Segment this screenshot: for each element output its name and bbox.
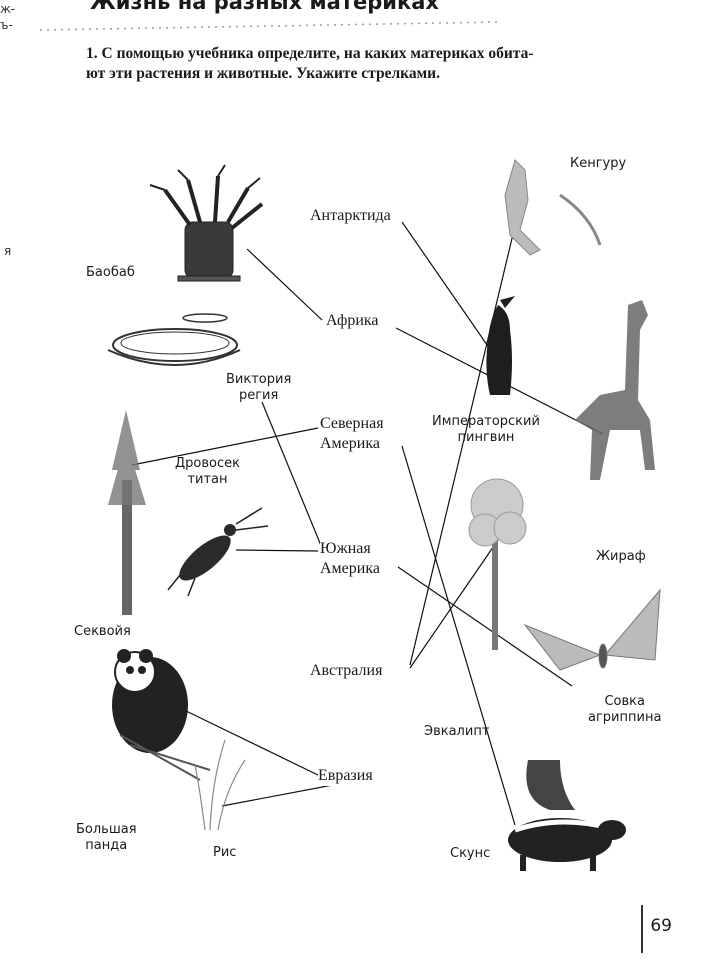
label-giant-panda: Большая панда — [76, 822, 137, 854]
label-victoria-regia: Виктория регия — [226, 372, 291, 404]
line-southamerica-moth — [397, 566, 573, 687]
giraffe-picture — [575, 300, 655, 480]
label-rice: Рис — [213, 845, 237, 860]
line-northamerica-sequoia — [131, 427, 319, 466]
line-northamerica-skunk — [401, 445, 516, 826]
margin-fragment-1: ж- — [0, 2, 16, 16]
task-line-1: 1. С помощью учебника определите, на как… — [86, 45, 534, 62]
beetle-picture — [167, 507, 269, 597]
kangaroo-picture — [504, 159, 602, 256]
page-number-bar — [641, 905, 643, 953]
label-moth-line-1: Совка — [604, 694, 645, 709]
header-rule — [39, 21, 501, 31]
baobab-picture — [149, 164, 264, 282]
label-moth: Совка агриппина — [588, 694, 661, 726]
eucalyptus-picture — [468, 478, 527, 650]
label-baobab: Баобаб — [86, 265, 135, 280]
line-baobab-africa — [246, 248, 323, 321]
task-instructions: 1. С помощью учебника определите, на как… — [86, 44, 533, 84]
sequoia-picture — [108, 410, 146, 615]
page-number: 69 — [650, 916, 672, 936]
label-emperor-penguin-line-2: пингвин — [457, 430, 515, 445]
line-victoria-southamerica — [261, 401, 323, 549]
panda-picture — [112, 649, 211, 781]
continent-antarctica: Антарктида — [310, 206, 391, 226]
label-moth-line-2: агриппина — [588, 710, 662, 725]
label-titan-beetle: Дровосек титан — [175, 456, 240, 488]
line-antarctica-penguin — [401, 221, 493, 353]
continent-south-america: Южная Америка — [320, 539, 380, 579]
continent-australia: Австралия — [310, 661, 383, 681]
label-victoria-regia-line-2: регия — [238, 388, 279, 403]
label-kangaroo: Кенгуру — [570, 156, 627, 171]
rice-picture — [194, 739, 246, 831]
label-giraffe: Жираф — [596, 549, 646, 564]
label-titan-beetle-line-1: Дровосек — [175, 456, 240, 471]
label-skunk: Скунс — [450, 846, 491, 861]
page-title: Жизнь на разных материках — [90, 0, 439, 14]
label-emperor-penguin: Императорский пингвин — [432, 414, 540, 446]
victoria-regia-picture — [107, 313, 241, 366]
label-eucalyptus: Эвкалипт — [424, 724, 490, 739]
label-titan-beetle-line-2: титан — [187, 472, 228, 487]
label-victoria-regia-line-1: Виктория — [226, 372, 292, 387]
label-giant-panda-line-2: панда — [85, 838, 128, 853]
continent-north-america-line-1: Северная — [320, 415, 384, 432]
continent-north-america-line-2: Америка — [320, 435, 380, 452]
margin-fragment-2: ъ- — [0, 18, 13, 32]
answer-lines — [131, 204, 604, 826]
label-sequoia: Секвойя — [74, 624, 131, 639]
line-beetle-southamerica — [235, 549, 319, 552]
line-australia-eucalyptus — [409, 539, 499, 669]
continent-africa: Африка — [326, 311, 379, 331]
continent-south-america-line-1: Южная — [320, 540, 371, 557]
label-giant-panda-line-1: Большая — [76, 822, 137, 837]
margin-fragment-3: я — [4, 244, 12, 258]
line-panda-eurasia — [183, 709, 321, 777]
continent-eurasia: Евразия — [318, 766, 373, 786]
line-australia-kangaroo — [409, 204, 521, 666]
skunk-picture — [508, 760, 626, 871]
moth-picture — [523, 588, 661, 671]
task-line-2: ют эти растения и животные. Укажите стре… — [86, 65, 440, 82]
continent-south-america-line-2: Америка — [320, 560, 380, 577]
label-emperor-penguin-line-1: Императорский — [432, 414, 540, 429]
continent-north-america: Северная Америка — [320, 414, 384, 454]
penguin-picture — [486, 296, 515, 395]
